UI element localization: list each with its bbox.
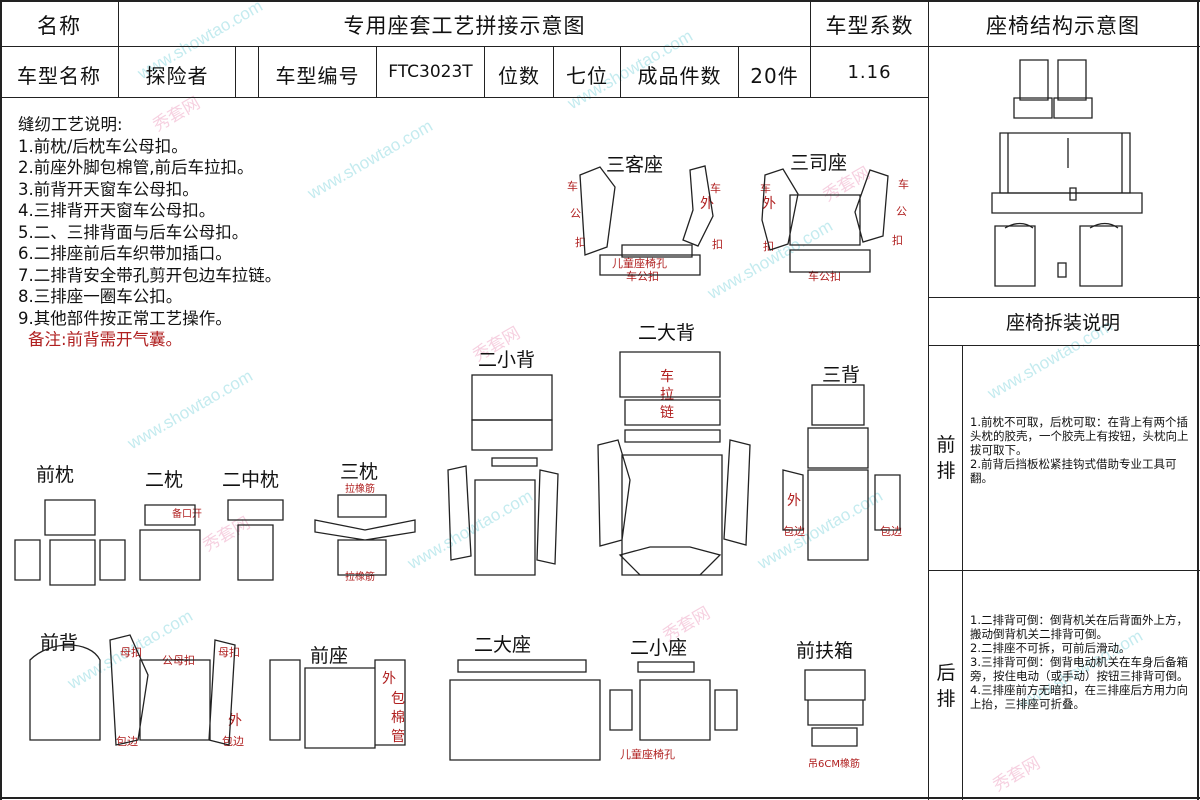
annot-kou: 扣 xyxy=(712,238,723,251)
watermark-cn: 秀套网 xyxy=(199,513,254,557)
label-er-da-bei: 二大背 xyxy=(638,322,696,344)
label-er-xiao-zuo: 二小座 xyxy=(630,637,688,659)
annot-zipper-char: 链 xyxy=(660,405,674,421)
coef-value: 1.16 xyxy=(847,62,892,83)
annot-wai: 外 xyxy=(787,493,801,509)
annot-gong-mu-kou: 公母扣 xyxy=(162,654,195,667)
pieces-label: 成品件数 xyxy=(637,64,722,88)
annot-gong: 公 xyxy=(570,207,581,220)
note-item: 2.前座外脚包棉管,前后车拉扣。 xyxy=(18,158,254,177)
annot-elastic: 拉橡筋 xyxy=(345,484,375,495)
pieces-value: 20件 xyxy=(750,64,799,88)
note-item: 3.前背开天窗车公母扣。 xyxy=(18,179,199,199)
annot-bei-kou-kai: 备口开 xyxy=(172,509,202,520)
name-label: 名称 xyxy=(37,14,81,38)
annot-wai: 外 xyxy=(700,196,714,212)
annot-kou: 扣 xyxy=(575,236,586,249)
note-item: 8.三排座一圈车公扣。 xyxy=(18,287,183,306)
label-er-zhen: 二枕 xyxy=(145,469,184,491)
annot-kou: 扣 xyxy=(892,234,903,247)
page-title: 专用座套工艺拼接示意图 xyxy=(343,14,586,38)
annot-bao-bian: 包边 xyxy=(116,735,138,748)
watermark-cn: 秀套网 xyxy=(989,753,1044,797)
note-item: 7.二排背安全带孔剪开包边车拉链。 xyxy=(18,265,282,285)
label-qian-bei: 前背 xyxy=(40,632,79,654)
watermark: www.showtao.com xyxy=(404,486,536,573)
annot-bao-bian: 包边 xyxy=(222,735,244,748)
label-qian-zuo: 前座 xyxy=(310,645,349,667)
annot-mu-kou: 母扣 xyxy=(120,646,142,659)
front-row-label: 前排 xyxy=(936,434,956,482)
note-remark: 备注:前背需开气囊。 xyxy=(28,330,183,349)
annot-cotton-pipe-char: 管 xyxy=(391,729,405,745)
annot-kou: 扣 xyxy=(763,240,774,253)
watermark: www.showtao.com xyxy=(754,486,886,573)
annot-zipper-char: 车 xyxy=(660,369,674,385)
model-name-label: 车型名称 xyxy=(17,64,101,88)
rear-row-label: 后排 xyxy=(936,662,956,710)
notes-title: 缝纫工艺说明: xyxy=(18,115,123,134)
annot-wai: 外 xyxy=(382,671,396,687)
label-san-si-zuo: 三司座 xyxy=(790,152,848,174)
annot-che-gong-kou: 车公扣 xyxy=(808,270,841,283)
annot-wai: 外 xyxy=(228,713,242,729)
note-item: 4.三排背开天窗车公母扣。 xyxy=(18,201,216,220)
front-row-text: 1.前枕不可取，后枕可取：在背上有两个插头枕的胶壳，一个胶壳上有按钮，头枕向上拔… xyxy=(970,415,1189,485)
annot-cotton-pipe-char: 棉 xyxy=(391,710,405,726)
annot-elastic: 拉橡筋 xyxy=(345,572,375,583)
model-code: FTC3023T xyxy=(388,62,473,82)
seat-structure-diagram xyxy=(991,59,1143,287)
watermark: www.showtao.com xyxy=(704,216,836,303)
label-qian-zhen: 前枕 xyxy=(36,464,75,486)
annot-che-gong-kou: 车公扣 xyxy=(626,270,659,283)
annot-gong: 公 xyxy=(896,205,907,218)
annot-child-seat-hole: 儿童座椅孔 xyxy=(620,748,675,761)
note-item: 5.二、三排背面与后车公母扣。 xyxy=(18,222,249,242)
annot-elastic-6cm: 吊6CM橡筋 xyxy=(808,759,860,770)
label-er-zhong-zhen: 二中枕 xyxy=(222,469,280,491)
annot-wai: 外 xyxy=(762,196,776,212)
label-er-da-zuo: 二大座 xyxy=(474,634,532,656)
annot-che: 车 xyxy=(567,180,578,193)
model-name: 探险者 xyxy=(145,64,209,88)
coef-label: 车型系数 xyxy=(825,14,914,38)
seats-label: 位数 xyxy=(498,64,540,88)
annot-mu-kou: 母扣 xyxy=(218,646,240,659)
seats-value: 七位 xyxy=(566,64,608,88)
annot-zipper-char: 拉 xyxy=(660,387,674,403)
annot-che: 车 xyxy=(898,178,909,191)
sewing-notes: 缝纫工艺说明: 1.前枕/后枕车公母扣。 2.前座外脚包棉管,前后车拉扣。 3.… xyxy=(18,114,281,351)
disassembly-title: 座椅拆装说明 xyxy=(1005,312,1120,334)
note-item: 1.前枕/后枕车公母扣。 xyxy=(18,136,188,156)
label-san-zhen: 三枕 xyxy=(340,461,379,483)
label-qian-fu-xiang: 前扶箱 xyxy=(796,640,854,662)
annot-cotton-pipe-char: 包 xyxy=(391,691,405,707)
rear-row-text: 1.二排背可倒：倒背机关在后背面外上方，搬动倒背机关二排背可倒。 2.二排座不可… xyxy=(970,613,1189,711)
annot-zipper: 车 拉 链 xyxy=(660,368,676,422)
structure-title: 座椅结构示意图 xyxy=(986,14,1140,38)
watermark: www.showtao.com xyxy=(124,366,256,453)
annot-cotton-pipe: 包 棉 管 xyxy=(391,690,407,747)
label-san-bei: 三背 xyxy=(822,364,861,386)
label-er-xiao-bei: 二小背 xyxy=(478,349,536,371)
note-item: 6.二排座前后车织带加插口。 xyxy=(18,244,232,263)
annot-bao-bian: 包边 xyxy=(783,525,805,538)
model-code-label: 车型编号 xyxy=(275,64,360,88)
annot-che: 车 xyxy=(710,182,721,195)
annot-bao-bian: 包边 xyxy=(880,525,902,538)
label-san-ke-zuo: 三客座 xyxy=(606,154,664,176)
note-item: 9.其他部件按正常工艺操作。 xyxy=(18,308,232,328)
watermark: www.showtao.com xyxy=(304,116,436,203)
